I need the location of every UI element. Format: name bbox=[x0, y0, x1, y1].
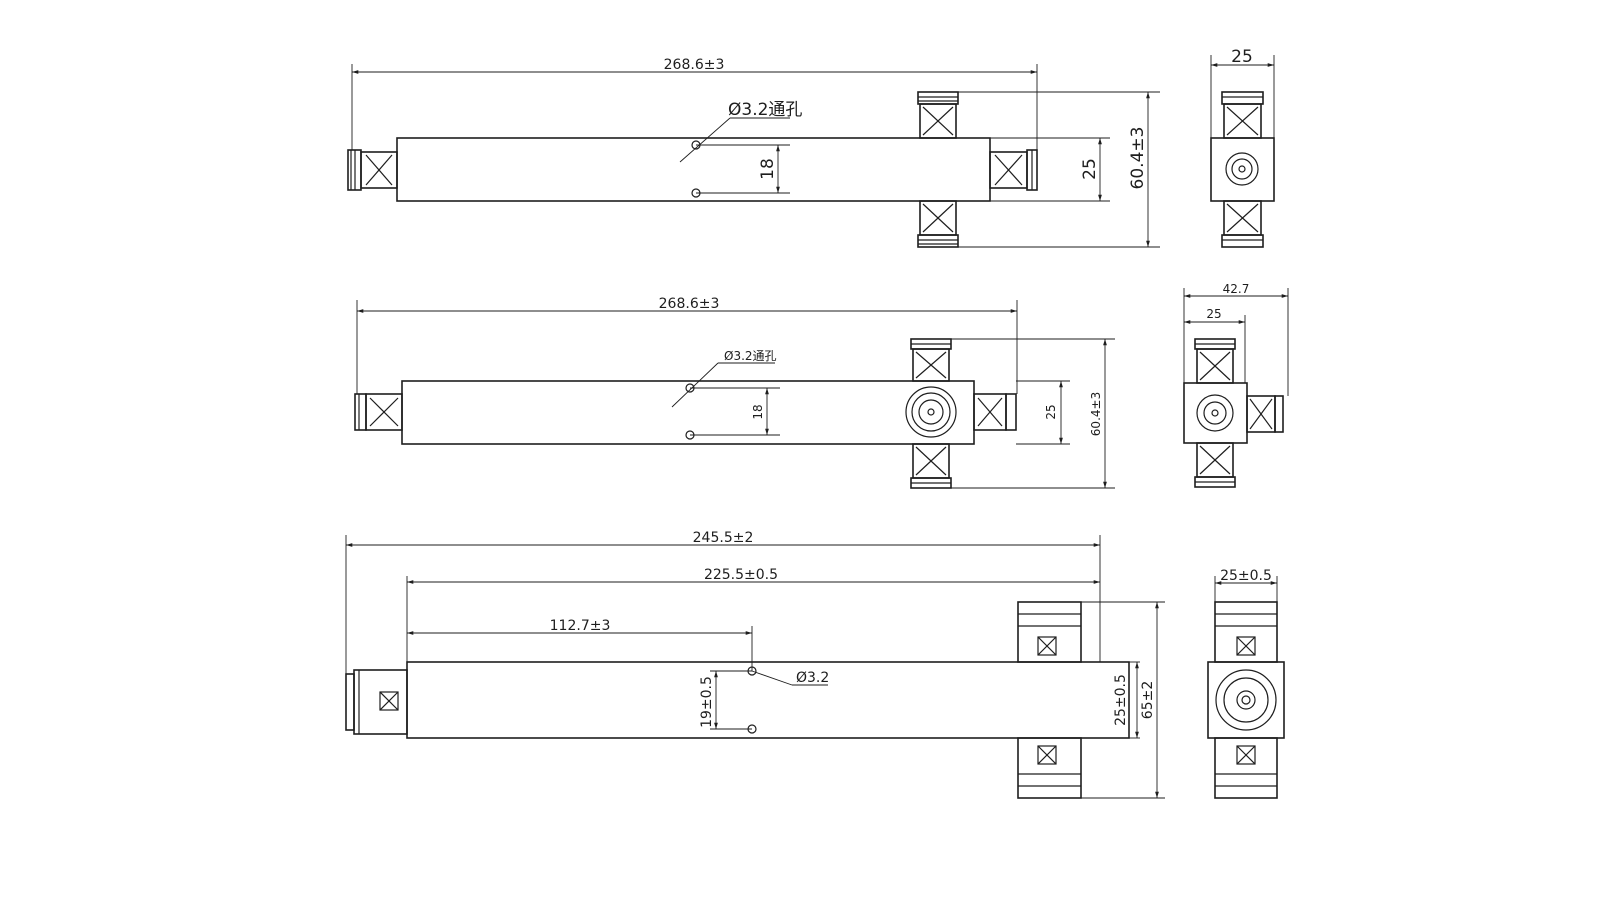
view1-front bbox=[347, 64, 1160, 248]
view3-hole-spacing-label: 19±0.5 bbox=[699, 676, 715, 728]
view1-height-label: 60.4±3 bbox=[1128, 127, 1148, 190]
view2-side-outer-width-label: 42.7 bbox=[1223, 282, 1250, 296]
view1-right-connector bbox=[989, 149, 1038, 191]
view3-left-connector bbox=[345, 669, 408, 735]
view1-length-label: 268.6±3 bbox=[664, 57, 725, 73]
view2-side bbox=[1183, 288, 1289, 488]
view2-right-connector bbox=[973, 393, 1017, 431]
view3-hole-offset-label: 112.7±3 bbox=[550, 618, 611, 634]
view2-hole-label: Ø3.2通孔 bbox=[724, 349, 777, 363]
view2-side-body bbox=[1183, 382, 1248, 444]
view3-bottom-connector bbox=[1017, 737, 1082, 799]
view2-front-connector bbox=[905, 386, 957, 438]
view2-length-label: 268.6±3 bbox=[659, 296, 720, 312]
view3-side-body bbox=[1207, 661, 1285, 739]
view1-body-width-label: 25 bbox=[1080, 158, 1100, 180]
view1-bottom-connector bbox=[917, 200, 959, 248]
view2-hole-spacing-label: 18 bbox=[751, 404, 765, 419]
view1-hole-spacing-label: 18 bbox=[758, 158, 778, 180]
view1-side bbox=[1210, 55, 1275, 248]
view3-body bbox=[406, 661, 1130, 739]
view2-left-connector bbox=[354, 393, 403, 431]
view3-height-label: 65±2 bbox=[1140, 681, 1156, 719]
view2-height-label: 60.4±3 bbox=[1089, 392, 1103, 436]
view1-side-body bbox=[1210, 137, 1275, 202]
view2-front bbox=[354, 300, 1115, 489]
view1-left-connector bbox=[347, 149, 398, 191]
view1-hole-label: Ø3.2通孔 bbox=[728, 100, 802, 120]
view2-body-width-label: 25 bbox=[1044, 404, 1058, 419]
view3-side bbox=[1207, 576, 1285, 799]
view2-bottom-connector bbox=[910, 443, 952, 489]
view3-side-width-label: 25±0.5 bbox=[1220, 568, 1272, 584]
view2-body bbox=[401, 380, 975, 445]
view3-top-connector bbox=[1017, 601, 1082, 663]
view3-body-length-label: 225.5±0.5 bbox=[704, 567, 778, 583]
view3-front bbox=[345, 535, 1165, 799]
view2-top-connector bbox=[910, 338, 952, 382]
view3-body-width-label: 25±0.5 bbox=[1113, 674, 1129, 726]
view3-hole-label: Ø3.2 bbox=[796, 670, 829, 686]
view1-top-connector bbox=[917, 91, 959, 139]
view3-length-label: 245.5±2 bbox=[693, 530, 754, 546]
view1-side-width-label: 25 bbox=[1231, 47, 1253, 67]
view2-side-inner-width-label: 25 bbox=[1206, 307, 1221, 321]
